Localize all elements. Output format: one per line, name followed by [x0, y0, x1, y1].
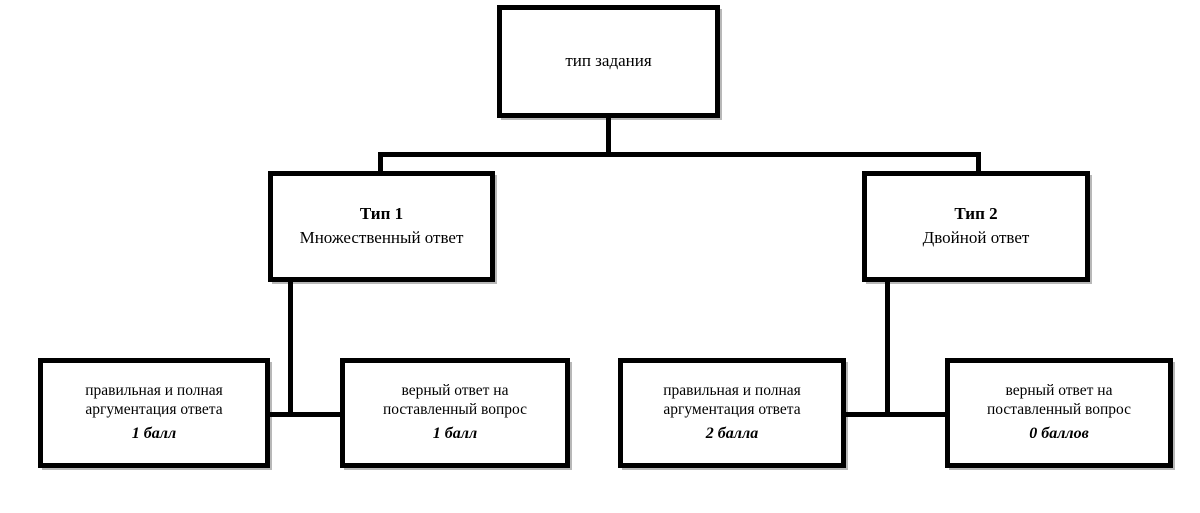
- node-type1-criterion-correct-answer: верный ответ на поставленный вопрос 1 ба…: [340, 358, 570, 468]
- leaf4-score: 0 баллов: [1029, 425, 1089, 443]
- leaf2-line1: верный ответ на: [401, 382, 509, 400]
- leaf3-line2: аргументация ответа: [663, 401, 801, 419]
- node-root-task-type: тип задания: [497, 5, 720, 118]
- node-type2-subtitle: Двойной ответ: [922, 228, 1030, 247]
- leaf1-line2: аргументация ответа: [85, 401, 223, 419]
- node-root-label: тип задания: [565, 51, 652, 71]
- connector-type2-horizontal-bus: [843, 412, 950, 417]
- node-type1: Тип 1 Множественный ответ: [268, 171, 495, 282]
- leaf4-line2: поставленный вопрос: [986, 401, 1132, 419]
- connector-bus-to-type1: [378, 152, 383, 176]
- leaf1-line1: правильная и полная: [85, 382, 223, 400]
- leaf4-line1: верный ответ на: [1005, 382, 1113, 400]
- node-type1-criterion-argumentation: правильная и полная аргументация ответа …: [38, 358, 270, 468]
- connector-type2-dropline: [885, 278, 890, 417]
- connector-bus-to-type2: [976, 152, 981, 176]
- node-type1-heading: Тип 1: [359, 204, 404, 224]
- node-type2-criterion-argumentation: правильная и полная аргументация ответа …: [618, 358, 846, 468]
- connector-type1-horizontal-bus: [268, 412, 345, 417]
- leaf3-score: 2 балла: [705, 425, 759, 443]
- node-type2-criterion-correct-answer: верный ответ на поставленный вопрос 0 ба…: [945, 358, 1173, 468]
- leaf3-line1: правильная и полная: [663, 382, 801, 400]
- connector-type1-dropline: [288, 278, 293, 417]
- leaf2-line2: поставленный вопрос: [382, 401, 528, 419]
- connector-root-horizontal-bus: [378, 152, 981, 157]
- connector-root-dropline: [606, 113, 611, 157]
- node-type1-subtitle: Множественный ответ: [299, 228, 464, 247]
- leaf1-score: 1 балл: [131, 425, 177, 443]
- leaf2-score: 1 балл: [432, 425, 478, 443]
- node-type2: Тип 2 Двойной ответ: [862, 171, 1090, 282]
- node-type2-heading: Тип 2: [954, 204, 998, 224]
